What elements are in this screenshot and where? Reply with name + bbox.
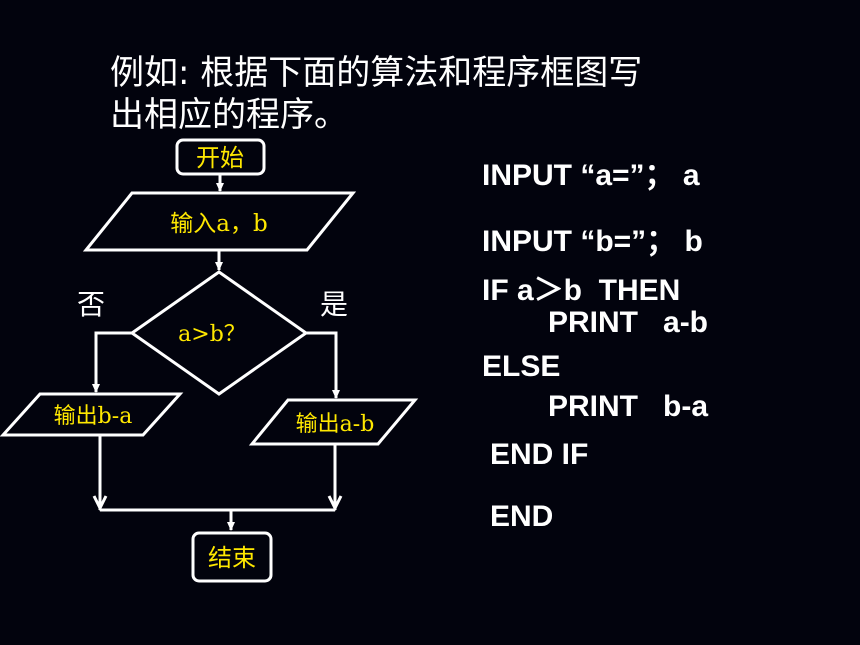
start-label: 开始 — [196, 144, 244, 172]
title-line-2: 出相应的程序。 — [110, 95, 348, 135]
right-merge-arrow — [327, 495, 343, 512]
slide-title: 例如: 根据下面的算法和程序框图写 出相应的程序。 — [110, 52, 750, 136]
output-yes-label: 输出a-b — [296, 412, 375, 437]
code-line-3: IF a＞b THEN — [482, 274, 681, 307]
title-line-1: 例如: 根据下面的算法和程序框图写 — [110, 53, 643, 93]
code-line-5: ELSE — [482, 350, 561, 383]
left-merge-arrow — [92, 495, 108, 512]
no-branch-label: 否 — [77, 288, 105, 321]
code-line-6: PRINT b-a — [548, 390, 709, 423]
decision-label: a>b？ — [178, 322, 246, 347]
output-no-box — [0, 392, 184, 437]
yes-branch-label: 是 — [320, 288, 348, 321]
output-yes-box — [248, 398, 419, 446]
input-label: 输入a，b — [170, 211, 267, 237]
input-box — [82, 191, 357, 252]
code-line-7: END IF — [490, 438, 589, 471]
end-terminal — [191, 531, 273, 583]
output-no-label: 输出b-a — [54, 404, 133, 429]
code-line-8: END — [490, 500, 554, 533]
code-line-4: PRINT a-b — [548, 306, 709, 339]
code-line-1: INPUT “a=”； a — [482, 159, 700, 192]
arrow-yes-branch — [306, 331, 340, 399]
end-label: 结束 — [208, 544, 256, 572]
arrow-no-branch — [92, 331, 132, 393]
code-line-2: INPUT “b=”； b — [482, 225, 703, 258]
decision-diamond — [129, 270, 309, 396]
